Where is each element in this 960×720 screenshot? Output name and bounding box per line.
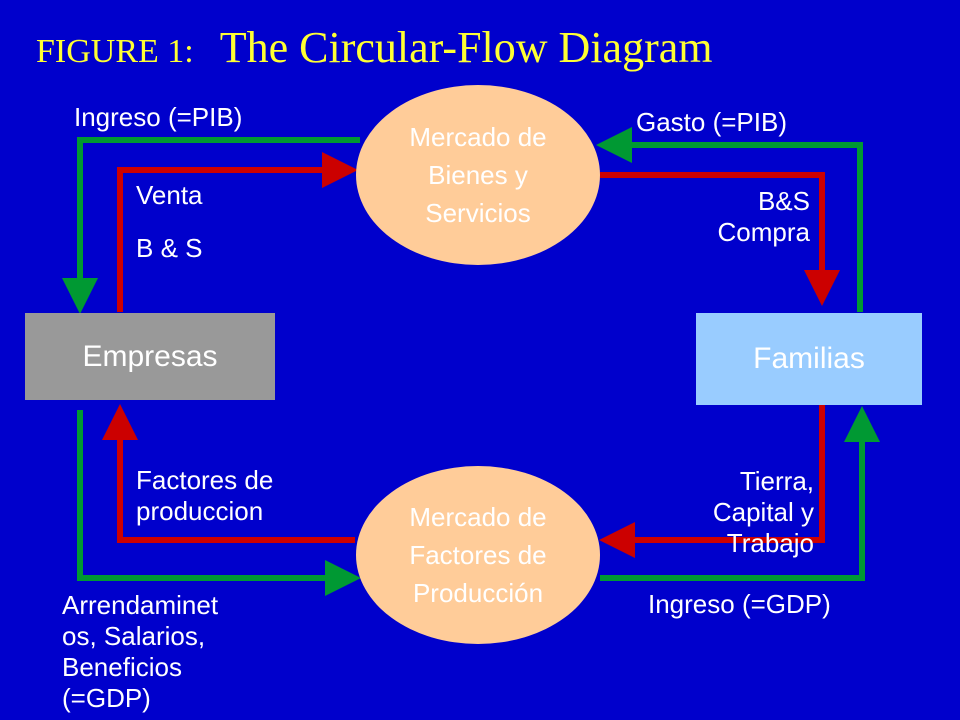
arrow-factors-to-firms (102, 404, 355, 543)
label-ingreso-pib: Ingreso (=PIB) (74, 102, 243, 132)
arrow-household-income (600, 406, 880, 581)
empresas-box: Empresas (25, 313, 275, 400)
factor-market-oval: Mercado de Factores de Producción (356, 466, 600, 644)
label-gasto-pib: Gasto (=PIB) (636, 107, 787, 137)
arrow-goods-sold (117, 152, 358, 312)
arrow-spending (596, 127, 863, 312)
arrow-factors-from-households (599, 405, 825, 558)
label-bs: B & S (136, 233, 203, 263)
label-bs-compra: B&S Compra (717, 186, 810, 247)
label-venta: Venta (136, 180, 203, 210)
figure-number: FIGURE 1: (36, 33, 194, 70)
arrow-goods-bought (600, 172, 840, 306)
figure-title: The Circular-Flow Diagram (219, 23, 713, 72)
arrow-factor-payments (77, 410, 361, 596)
goods-services-market-oval: Mercado de Bienes y Servicios (356, 85, 600, 265)
label-tierra-capital-trabajo: Tierra, Capital y Trabajo (712, 466, 814, 558)
label-ingreso-gdp: Ingreso (=GDP) (648, 589, 831, 619)
label-factores-produccion: Factores de produccion (136, 465, 274, 526)
familias-box: Familias (696, 313, 922, 405)
arrow-revenue (62, 137, 360, 314)
diagram-title: FIGURE 1: The Circular-Flow Diagram (36, 22, 712, 73)
label-arrendamientos: Arrendaminet os, Salarios, Beneficios (=… (62, 590, 219, 713)
